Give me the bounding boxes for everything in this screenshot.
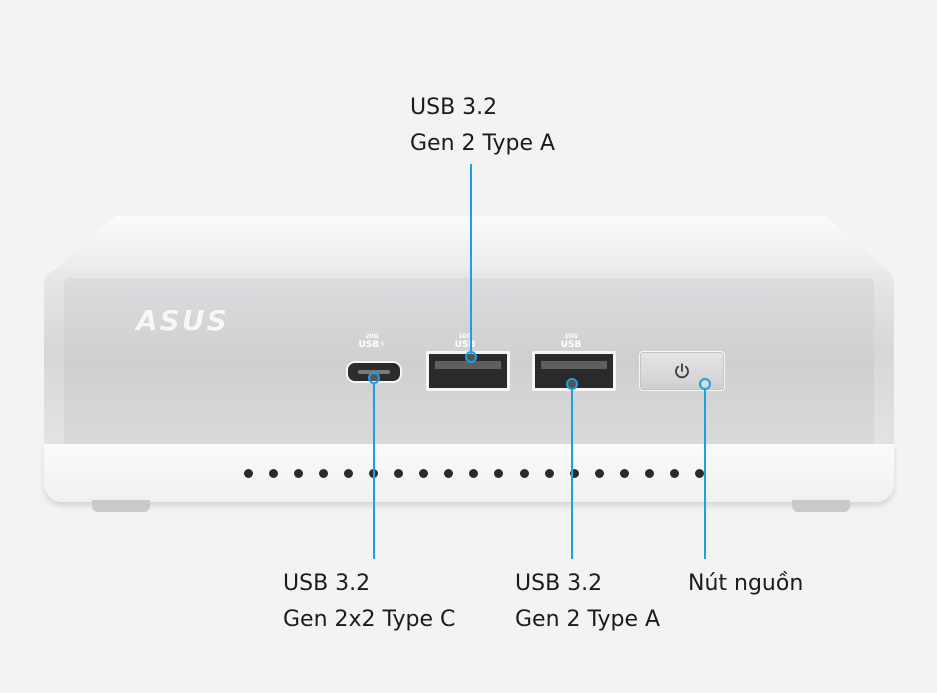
vent-hole <box>569 469 579 478</box>
usba-2-port-label: 10G USB <box>555 332 587 350</box>
device-base <box>44 444 894 502</box>
callout-power-line1: Nút nguồn <box>688 571 804 596</box>
callout-usbc: USB 3.2 Gen 2x2 Type C <box>283 566 455 638</box>
vent-hole <box>294 469 304 478</box>
leader-dot-top-usba <box>465 351 477 363</box>
callout-top-usba: USB 3.2 Gen 2 Type A <box>410 90 555 162</box>
usba-1-speed-label: 10G <box>458 333 472 340</box>
vent-hole <box>469 469 479 478</box>
callout-top-usba-line2: Gen 2 Type A <box>410 131 556 156</box>
leader-line-power <box>704 388 706 559</box>
usbc-name-label: USB⚡ <box>358 340 386 350</box>
vent-hole <box>619 469 629 478</box>
leader-line-top-usba <box>470 164 472 354</box>
usba-1-name-label: USB <box>454 340 476 350</box>
vent-hole <box>269 469 279 478</box>
leader-dot-usbc <box>368 372 380 384</box>
callout-power: Nút nguồn <box>688 566 803 602</box>
usba-1-port-label: 10G USB <box>449 332 481 350</box>
callout-usbc-line1: USB 3.2 <box>283 571 371 596</box>
device-foot-right <box>792 500 850 512</box>
leader-line-bottom-usba <box>571 388 573 559</box>
vent-hole <box>394 469 404 478</box>
callout-usbc-line2: Gen 2x2 Type C <box>283 607 456 632</box>
vent-hole <box>694 469 704 478</box>
usbc-speed-label: 20G <box>365 333 379 340</box>
vent-hole <box>344 469 354 478</box>
usba-2-speed-label: 10G <box>564 333 578 340</box>
leader-dot-bottom-usba <box>566 378 578 390</box>
leader-line-usbc <box>373 382 375 559</box>
vent-hole <box>319 469 329 478</box>
vent-hole <box>444 469 454 478</box>
asus-logo: ASUS <box>136 304 229 337</box>
callout-bottom-usba: USB 3.2 Gen 2 Type A <box>515 566 660 638</box>
vent-hole <box>594 469 604 478</box>
callout-bottom-usba-line2: Gen 2 Type A <box>515 607 661 632</box>
vent-hole <box>419 469 429 478</box>
device-foot-left <box>92 500 150 512</box>
callout-bottom-usba-line1: USB 3.2 <box>515 571 603 596</box>
usbc-port-label: 20G USB⚡ <box>356 332 388 350</box>
callout-top-usba-line1: USB 3.2 <box>410 95 498 120</box>
power-button <box>639 351 725 391</box>
vent-hole <box>244 469 253 478</box>
vent-hole <box>494 469 504 478</box>
vent-hole <box>669 469 679 478</box>
vent-hole <box>544 469 554 478</box>
vent-hole <box>519 469 529 478</box>
usba-2-name-label: USB <box>560 340 582 350</box>
vent-hole <box>644 469 654 478</box>
vent-row <box>244 469 704 481</box>
leader-dot-power <box>699 378 711 390</box>
power-icon <box>675 363 689 379</box>
